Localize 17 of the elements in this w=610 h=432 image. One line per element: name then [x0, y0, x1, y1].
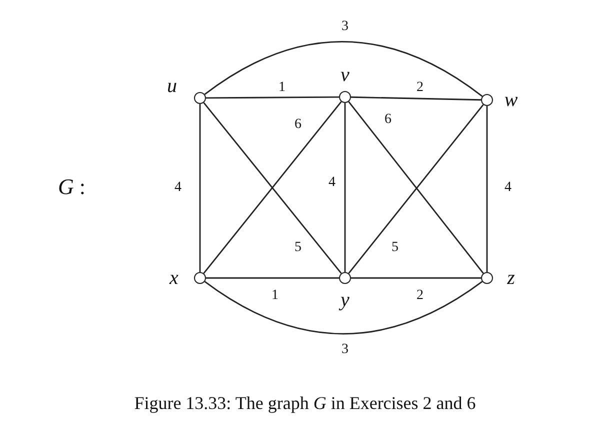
graph-edge — [204, 281, 483, 334]
vertex-label: w — [504, 90, 518, 110]
graph-edge — [206, 96, 339, 99]
vertex-label: v — [340, 65, 350, 85]
vertex-label: z — [507, 268, 515, 288]
vertex-label: u — [167, 76, 177, 96]
graph-edge — [204, 41, 483, 97]
figure-caption: Figure 13.33: The graph G in Exercises 2 and 6 — [133, 394, 477, 412]
graph-edge — [350, 96, 482, 101]
vertex-label: y — [340, 290, 350, 310]
graph-edge — [199, 104, 201, 272]
graph-edge — [206, 277, 339, 279]
graph-name: G : — [58, 176, 86, 198]
graph-edge — [486, 106, 488, 272]
vertex-label: x — [170, 268, 178, 288]
graph-edge — [351, 277, 481, 279]
graph-edge — [344, 103, 346, 272]
